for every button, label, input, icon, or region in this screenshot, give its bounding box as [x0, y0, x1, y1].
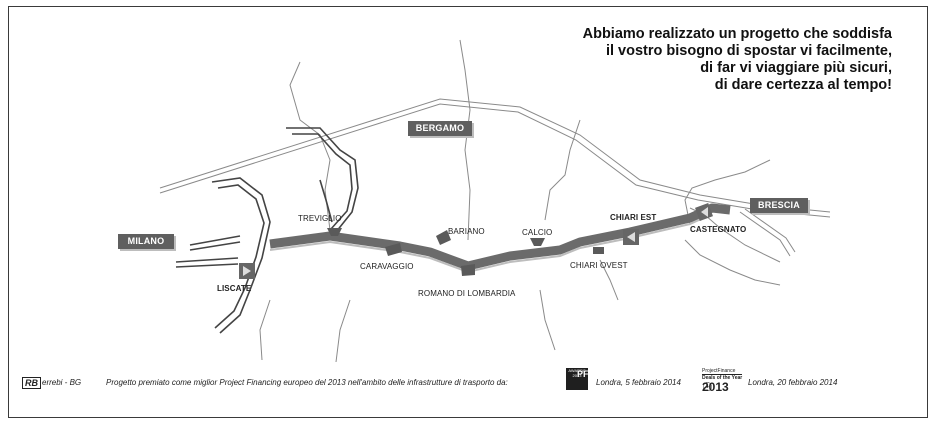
- pfi-awards-logo: PFI AWARDS 2013: [566, 368, 591, 390]
- city-box-brescia: BRESCIA: [750, 198, 808, 213]
- project-finance-logo: ProjectFinance Deals of the Year ☉ 2013: [702, 368, 743, 394]
- award-text: Progetto premiato come miglior Project F…: [106, 378, 508, 387]
- footer: RB errebi - BG Progetto premiato come mi…: [22, 368, 922, 400]
- toll-barrier-castegnato: [695, 203, 713, 221]
- left-roads: [175, 127, 359, 334]
- toll-barrier-liscate: [239, 263, 255, 279]
- headline-line-2: il vostro bisogno di spostar vi facilmen…: [605, 43, 892, 59]
- headline-line-1: Abbiamo realizzato un progetto che soddi…: [582, 26, 892, 42]
- junction-markers: [327, 228, 604, 276]
- city-box-bergamo: BERGAMO: [408, 121, 472, 136]
- errebi-logo: RB: [22, 377, 41, 389]
- city-box-milano: MILANO: [118, 234, 174, 249]
- headline: Abbiamo realizzato un progetto che soddi…: [472, 26, 892, 94]
- label-caravaggio: CARAVAGGIO: [360, 262, 414, 271]
- pfi-date: Londra, 5 febbraio 2014: [596, 378, 681, 387]
- pf-date: Londra, 20 febbraio 2014: [748, 378, 838, 387]
- label-romano-di-lombardia: ROMANO DI LOMBARDIA: [418, 289, 516, 298]
- globe-icon: ☉: [702, 380, 713, 394]
- label-chiari-ovest: CHIARI OVEST: [570, 261, 628, 270]
- errebi-text: errebi - BG: [42, 378, 82, 387]
- headline-line-3: di far vi viaggiare più sicuri,: [700, 60, 892, 76]
- label-treviglio: TREVIGLIO: [298, 214, 342, 223]
- label-bariano: BARIANO: [448, 227, 485, 236]
- label-castegnato: CASTEGNATO: [690, 225, 747, 234]
- highway-brebemi: [269, 203, 731, 271]
- label-calcio: CALCIO: [522, 228, 553, 237]
- label-chiari-est: CHIARI EST: [610, 213, 657, 222]
- label-liscate: LISCATE: [217, 284, 252, 293]
- headline-line-4: di dare certezza al tempo!: [714, 77, 892, 93]
- toll-barrier-chiari-est: [623, 229, 639, 245]
- highway-shadow: [269, 213, 713, 274]
